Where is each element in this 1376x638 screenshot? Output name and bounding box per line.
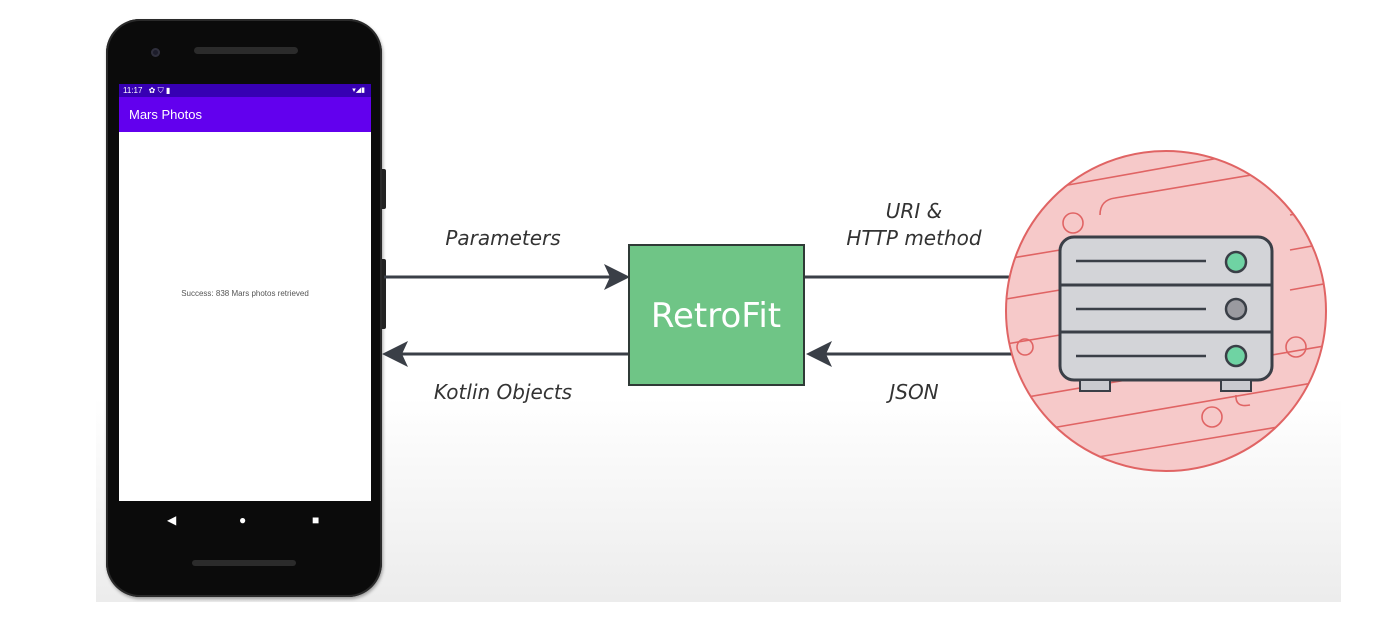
status-bar: 11:17 ✿ ⛉ ▮ ▾◢▮ xyxy=(119,84,371,97)
retrofit-box xyxy=(628,244,805,386)
phone-speaker xyxy=(194,47,298,54)
app-title: Mars Photos xyxy=(129,107,202,122)
uri-label: URI & xyxy=(886,199,942,223)
server-foot-left xyxy=(1079,379,1111,392)
parameters-label: Parameters xyxy=(445,226,560,250)
server-led-bottom xyxy=(1224,344,1248,368)
kotlin-objects-label: Kotlin Objects xyxy=(434,380,572,404)
power-button xyxy=(382,169,386,209)
status-message: Success: 838 Mars photos retrieved xyxy=(181,288,309,298)
response-arrow-retrofit-to-phone xyxy=(382,341,628,367)
server-foot-right xyxy=(1220,379,1252,392)
request-arrow-phone-to-retrofit xyxy=(384,264,630,290)
back-icon[interactable]: ◀ xyxy=(167,513,177,527)
phone-bottom-speaker xyxy=(192,560,296,566)
volume-button xyxy=(382,259,386,329)
navigation-bar: ◀ ● ■ xyxy=(119,501,371,541)
front-camera-icon xyxy=(151,48,160,57)
android-phone: 11:17 ✿ ⛉ ▮ ▾◢▮ Mars Photos Success: 838… xyxy=(106,19,386,597)
app-bar: Mars Photos xyxy=(119,97,371,132)
recents-icon[interactable]: ■ xyxy=(312,513,320,527)
server-led-top xyxy=(1224,250,1248,274)
server-led-middle xyxy=(1224,297,1248,321)
status-left-icons: ✿ ⛉ ▮ xyxy=(148,86,171,95)
status-right-icons: ▾◢▮ xyxy=(352,87,365,94)
json-label: JSON xyxy=(885,380,938,404)
http-method-label: HTTP method xyxy=(846,226,981,250)
phone-screen: 11:17 ✿ ⛉ ▮ ▾◢▮ Mars Photos Success: 838… xyxy=(119,84,371,501)
retrofit-label: RetroFit xyxy=(651,296,781,336)
server-illustration xyxy=(1005,150,1327,472)
screen-content: Success: 838 Mars photos retrieved xyxy=(119,132,371,454)
home-icon[interactable]: ● xyxy=(239,513,247,527)
status-time: 11:17 xyxy=(123,86,143,95)
